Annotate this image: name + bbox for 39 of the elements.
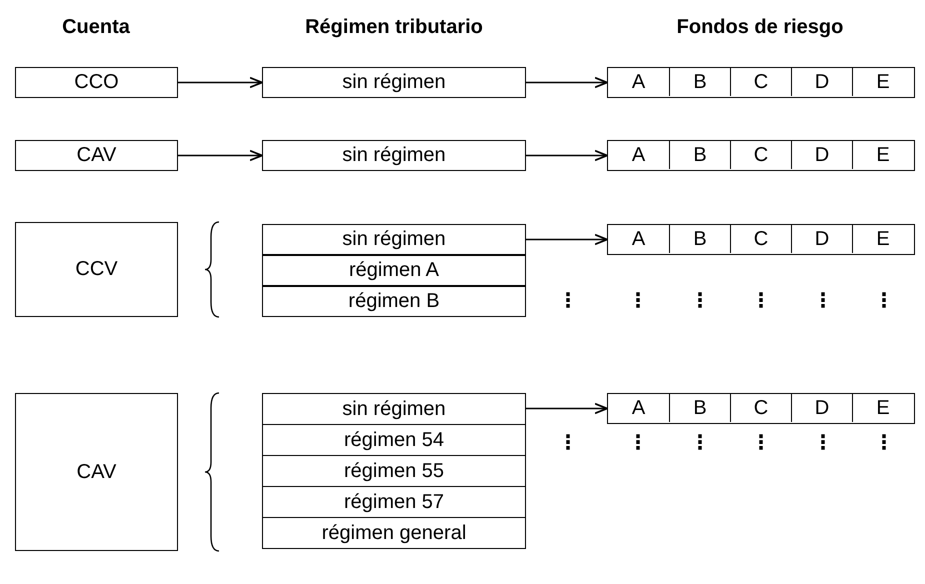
ellipsis-mark: ⋮ bbox=[874, 431, 894, 455]
ellipsis-mark: ⋮ bbox=[628, 431, 648, 455]
label-box: régimen 57 bbox=[262, 486, 526, 518]
ellipsis-mark: ⋮ bbox=[813, 289, 833, 313]
arrow bbox=[178, 150, 263, 162]
ellipsis-mark: ⋮ bbox=[751, 431, 771, 455]
label-box: régimen A bbox=[262, 255, 526, 286]
label-box: CCO bbox=[15, 67, 178, 98]
ellipsis-mark: ⋮ bbox=[558, 289, 578, 313]
label-box: sin régimen bbox=[262, 224, 526, 255]
label-box: régimen 54 bbox=[262, 424, 526, 456]
ellipsis-mark: ⋮ bbox=[751, 289, 771, 313]
label-box: régimen 55 bbox=[262, 455, 526, 487]
cell-row bbox=[607, 393, 915, 424]
ellipsis-mark: ⋮ bbox=[690, 431, 710, 455]
arrow bbox=[178, 76, 263, 88]
ellipsis-mark: ⋮ bbox=[690, 289, 710, 313]
label-box: CAV bbox=[15, 393, 178, 551]
label-box: sin régimen bbox=[262, 393, 526, 425]
cell-row bbox=[607, 140, 915, 171]
arrow bbox=[526, 402, 608, 414]
column-heading: Fondos de riesgo bbox=[676, 16, 844, 39]
label-box: CCV bbox=[15, 222, 178, 317]
cell-row bbox=[607, 67, 915, 98]
label-box: régimen B bbox=[262, 286, 526, 317]
ellipsis-mark: ⋮ bbox=[628, 289, 648, 313]
label-box: sin régimen bbox=[262, 140, 526, 171]
column-heading: Régimen tributario bbox=[305, 16, 483, 39]
ellipsis-mark: ⋮ bbox=[558, 431, 578, 455]
cell-row bbox=[607, 224, 915, 255]
ellipsis-mark: ⋮ bbox=[874, 289, 894, 313]
arrow bbox=[526, 76, 608, 88]
arrow bbox=[526, 234, 608, 246]
ellipsis-mark: ⋮ bbox=[813, 431, 833, 455]
arrow bbox=[526, 150, 608, 162]
label-box: régimen general bbox=[262, 517, 526, 549]
label-box: sin régimen bbox=[262, 67, 526, 98]
column-heading: Cuenta bbox=[62, 16, 130, 39]
label-box: CAV bbox=[15, 140, 178, 171]
